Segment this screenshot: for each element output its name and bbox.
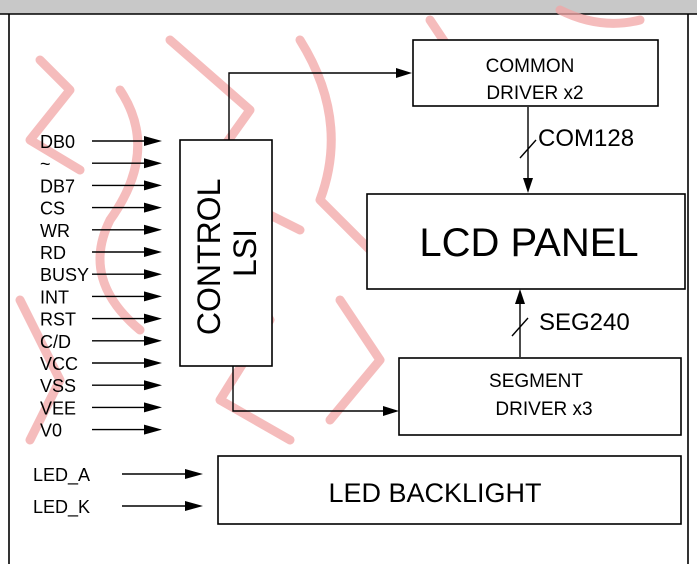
signal-arrow-icon (144, 224, 162, 235)
com-bus-slash (519, 139, 537, 159)
signal-arrow-icon (144, 335, 162, 346)
signal-arrow-icon (144, 380, 162, 391)
arrow-head-seg-bus (515, 289, 525, 304)
control-lsi-line1: CONTROL (191, 179, 227, 335)
led-pin-label: LED_K (33, 497, 90, 518)
led-pin-arrow-icon (185, 469, 203, 479)
signal-rd-5: RD (40, 243, 162, 263)
signal-busy-6: BUSY (40, 265, 162, 285)
common-driver-line1: COMMON (486, 56, 575, 77)
wire-control-to-common (228, 72, 398, 140)
segment-driver-box (398, 357, 682, 436)
signal-label: VSS (40, 376, 76, 396)
signal-label: DB7 (40, 176, 75, 196)
signal-v0-13: V0 (40, 421, 162, 441)
signal-arrow-icon (144, 402, 162, 413)
signal-arrow-icon (144, 291, 162, 302)
signal-arrow-icon (144, 247, 162, 257)
signal-label: INT (40, 287, 69, 307)
signal-wr-4: WR (40, 221, 162, 241)
signal-arrow-icon (144, 180, 162, 191)
signal-vee-12: VEE (40, 398, 162, 418)
signal-label: VEE (40, 398, 76, 418)
led-pin-led-a-0: LED_A (33, 465, 203, 486)
signal-arrow-icon (144, 136, 162, 146)
led-pin-arrow-icon (185, 501, 203, 511)
signal-vcc-10: VCC (40, 354, 162, 374)
signal-arrow-icon (144, 358, 162, 368)
signal-label: C/D (40, 332, 71, 352)
signal-db7-2: DB7 (40, 176, 162, 196)
seg-bus-slash (511, 317, 529, 337)
control-lsi-label: CONTROL LSI (191, 171, 263, 335)
led-pin-label: LED_A (33, 465, 90, 486)
lcd-panel-label: LCD PANEL (419, 221, 638, 265)
arrow-head-com-bus (523, 178, 533, 193)
led-pin-inputs: LED_A LED_K (33, 465, 203, 518)
signal-rst-8: RST (40, 310, 162, 330)
control-lsi-box (179, 139, 273, 367)
signal-label: RST (40, 310, 76, 330)
signal-vss-11: VSS (40, 376, 162, 396)
signal-label: ~ (40, 154, 51, 174)
arrow-head-segment (383, 406, 399, 416)
signal-label: DB0 (40, 132, 75, 152)
signal-label: BUSY (40, 265, 89, 285)
control-lsi-line2: LSI (227, 229, 263, 277)
seg-bus-label: SEG240 (539, 309, 630, 336)
lcd-panel-box (366, 193, 686, 290)
signal-cs-3: CS (40, 199, 162, 219)
led-backlight-label: LED BACKLIGHT (328, 478, 541, 508)
segment-driver-line1: SEGMENT (489, 371, 583, 392)
signal-label: RD (40, 243, 66, 263)
signal-label: CS (40, 199, 65, 219)
signal-arrow-icon (144, 202, 162, 213)
signal-c-d-9: C/D (40, 332, 162, 352)
signal-arrow-icon (144, 158, 162, 169)
signal-arrow-icon (144, 313, 162, 324)
arrow-head-common (396, 68, 412, 78)
com-bus-label: COM128 (538, 125, 634, 152)
top-frame-bar (0, 0, 697, 14)
signal-db0-0: DB0 (40, 132, 162, 152)
signal-arrow-icon (144, 269, 162, 280)
signal-label: VCC (40, 354, 78, 374)
common-driver-line2: DRIVER x2 (486, 83, 583, 104)
led-pin-led-k-1: LED_K (33, 497, 203, 518)
signal-tilde-1: ~ (40, 154, 162, 174)
common-driver-box (412, 39, 659, 107)
signal-int-7: INT (40, 287, 162, 307)
signal-label: WR (40, 221, 70, 241)
segment-driver-line2: DRIVER x3 (495, 399, 592, 420)
signal-arrow-icon (144, 424, 162, 435)
led-backlight-box (217, 455, 682, 525)
wire-control-to-segment (232, 366, 386, 412)
signal-label: V0 (40, 421, 62, 441)
